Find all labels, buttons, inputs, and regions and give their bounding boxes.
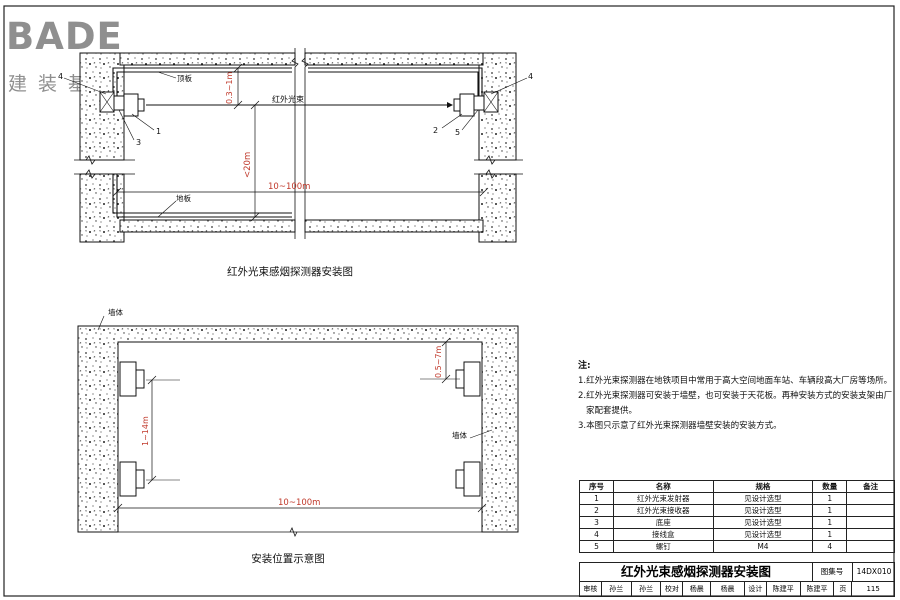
title-block: 红外光束感烟探测器安装图 图集号 14DX010 审核 孙兰 孙兰 校对 杨晨 … (579, 562, 895, 598)
beam-label: 红外光束 (272, 94, 304, 104)
th-remark: 备注 (846, 480, 895, 493)
d2-wall-label-right: 墙体 (452, 430, 467, 440)
diagram2-detectors (119, 361, 481, 497)
cell (846, 504, 895, 517)
diagram1-title: 红外光束感烟探测器安装图 (227, 265, 353, 278)
table-row: 1 红外光束发射器 见设计选型 1 (579, 492, 895, 505)
table-row: 2 红外光束接收器 见设计选型 1 (579, 504, 895, 517)
callout-left-1: 1 (156, 127, 161, 136)
cell: 5 (579, 540, 614, 553)
cell: 接线盒 (612, 528, 714, 541)
cell: 1 (812, 516, 848, 529)
tb-cell: 陈建平 (767, 582, 801, 596)
cell (846, 516, 895, 529)
cell: 见设计选型 (712, 528, 814, 541)
th-no: 序号 (579, 480, 614, 493)
tb-cell: 校对 (661, 582, 684, 596)
d2-dim-top: 0.5~7m (434, 345, 443, 378)
th-name: 名称 (612, 480, 714, 493)
cell: 见设计选型 (712, 516, 814, 529)
callout-right-2: 2 (433, 126, 438, 135)
cell: 红外光束接收器 (612, 504, 714, 517)
cell: 1 (812, 504, 848, 517)
cell: 螺钉 (612, 540, 714, 553)
cell: 底座 (612, 516, 714, 529)
cell: M4 (712, 540, 814, 553)
tb-cell: 设计 (745, 582, 767, 596)
diagram1-emitter (99, 91, 145, 117)
table-header: 序号 名称 规格 数量 备注 (579, 480, 895, 493)
tb-signature: 孙兰 (632, 582, 662, 596)
atlas-code: 14DX010 (856, 567, 892, 576)
cell: 见设计选型 (712, 492, 814, 505)
parts-table: 序号 名称 规格 数量 备注 1 红外光束发射器 见设计选型 1 2 红外光束接… (579, 480, 895, 553)
dim-top-gap: 0.3~1m (225, 71, 234, 104)
th-spec: 规格 (712, 480, 814, 493)
logo-wordmark: BADE (6, 15, 123, 58)
d2-dim-vertical: 1~14m (141, 416, 150, 446)
dim-height: <20m (243, 152, 253, 178)
floor-label: 地板 (176, 193, 191, 203)
tb-signature: 陈建平 (801, 582, 835, 596)
cell: 见设计选型 (712, 504, 814, 517)
th-qty: 数量 (812, 480, 848, 493)
dim-width: 10~100m (268, 182, 310, 192)
note-item-3: 3.本图只示意了红外光束探测器墙壁安装的安装方式。 (578, 421, 782, 431)
cell: 1 (579, 492, 614, 505)
diagram1-conduit (112, 67, 483, 218)
callout-left-4: 4 (58, 72, 63, 81)
callout-left-3: 3 (136, 138, 141, 147)
tb-cell: 页 (834, 582, 853, 596)
notes-title: 注: (578, 361, 591, 371)
note-item-2: 2.红外光束探测器可安装于墙壁，也可安装于天花板。再种安装方式的安装支架由厂 (578, 391, 893, 401)
drawing-title: 红外光束感烟探测器安装图 (580, 563, 813, 581)
cell: 1 (812, 492, 848, 505)
table-row: 3 底座 见设计选型 1 (579, 516, 895, 529)
diagram2-title: 安装位置示意图 (251, 552, 325, 565)
atlas-code-label: 图集号 (812, 563, 853, 581)
cell (846, 528, 895, 541)
tb-cell: 杨晨 (683, 582, 712, 596)
d2-wall-label-top: 墙体 (108, 307, 123, 317)
tb-cell: 审核 (580, 582, 602, 596)
tb-cell: 孙兰 (602, 582, 632, 596)
notes-block: 注: 1.红外光束探测器在地铁项目中常用于高大空间地面车站、车辆段高大厂房等场所… (578, 359, 893, 434)
table-row: 4 接线盒 见设计选型 1 (579, 528, 895, 541)
signature-row: 审核 孙兰 孙兰 校对 杨晨 杨晨 设计 陈建平 陈建平 页 115 (579, 582, 895, 597)
cell: 4 (579, 528, 614, 541)
cell: 1 (812, 528, 848, 541)
table-row: 5 螺钉 M4 4 (579, 540, 895, 553)
d2-dim-width: 10~100m (278, 498, 320, 508)
callout-right-5: 5 (455, 128, 460, 137)
cell: 2 (579, 504, 614, 517)
cell (846, 540, 895, 553)
cell: 红外光束发射器 (612, 492, 714, 505)
sheet-border (3, 5, 895, 597)
cell (846, 492, 895, 505)
note-item-1: 1.红外光束探测器在地铁项目中常用于高大空间地面车站、车辆段高大厂房等场所。 (578, 376, 893, 386)
cell: 4 (812, 540, 848, 553)
cell: 3 (579, 516, 614, 529)
diagram2-walls (77, 325, 519, 533)
tb-page: 115 (866, 585, 880, 593)
tb-signature: 杨晨 (711, 582, 745, 596)
callout-right-4: 4 (528, 72, 533, 81)
ceiling-label: 顶板 (177, 73, 192, 83)
diagram1-receiver (453, 91, 499, 117)
note-item-2-cont: 家配套提供。 (586, 406, 638, 416)
